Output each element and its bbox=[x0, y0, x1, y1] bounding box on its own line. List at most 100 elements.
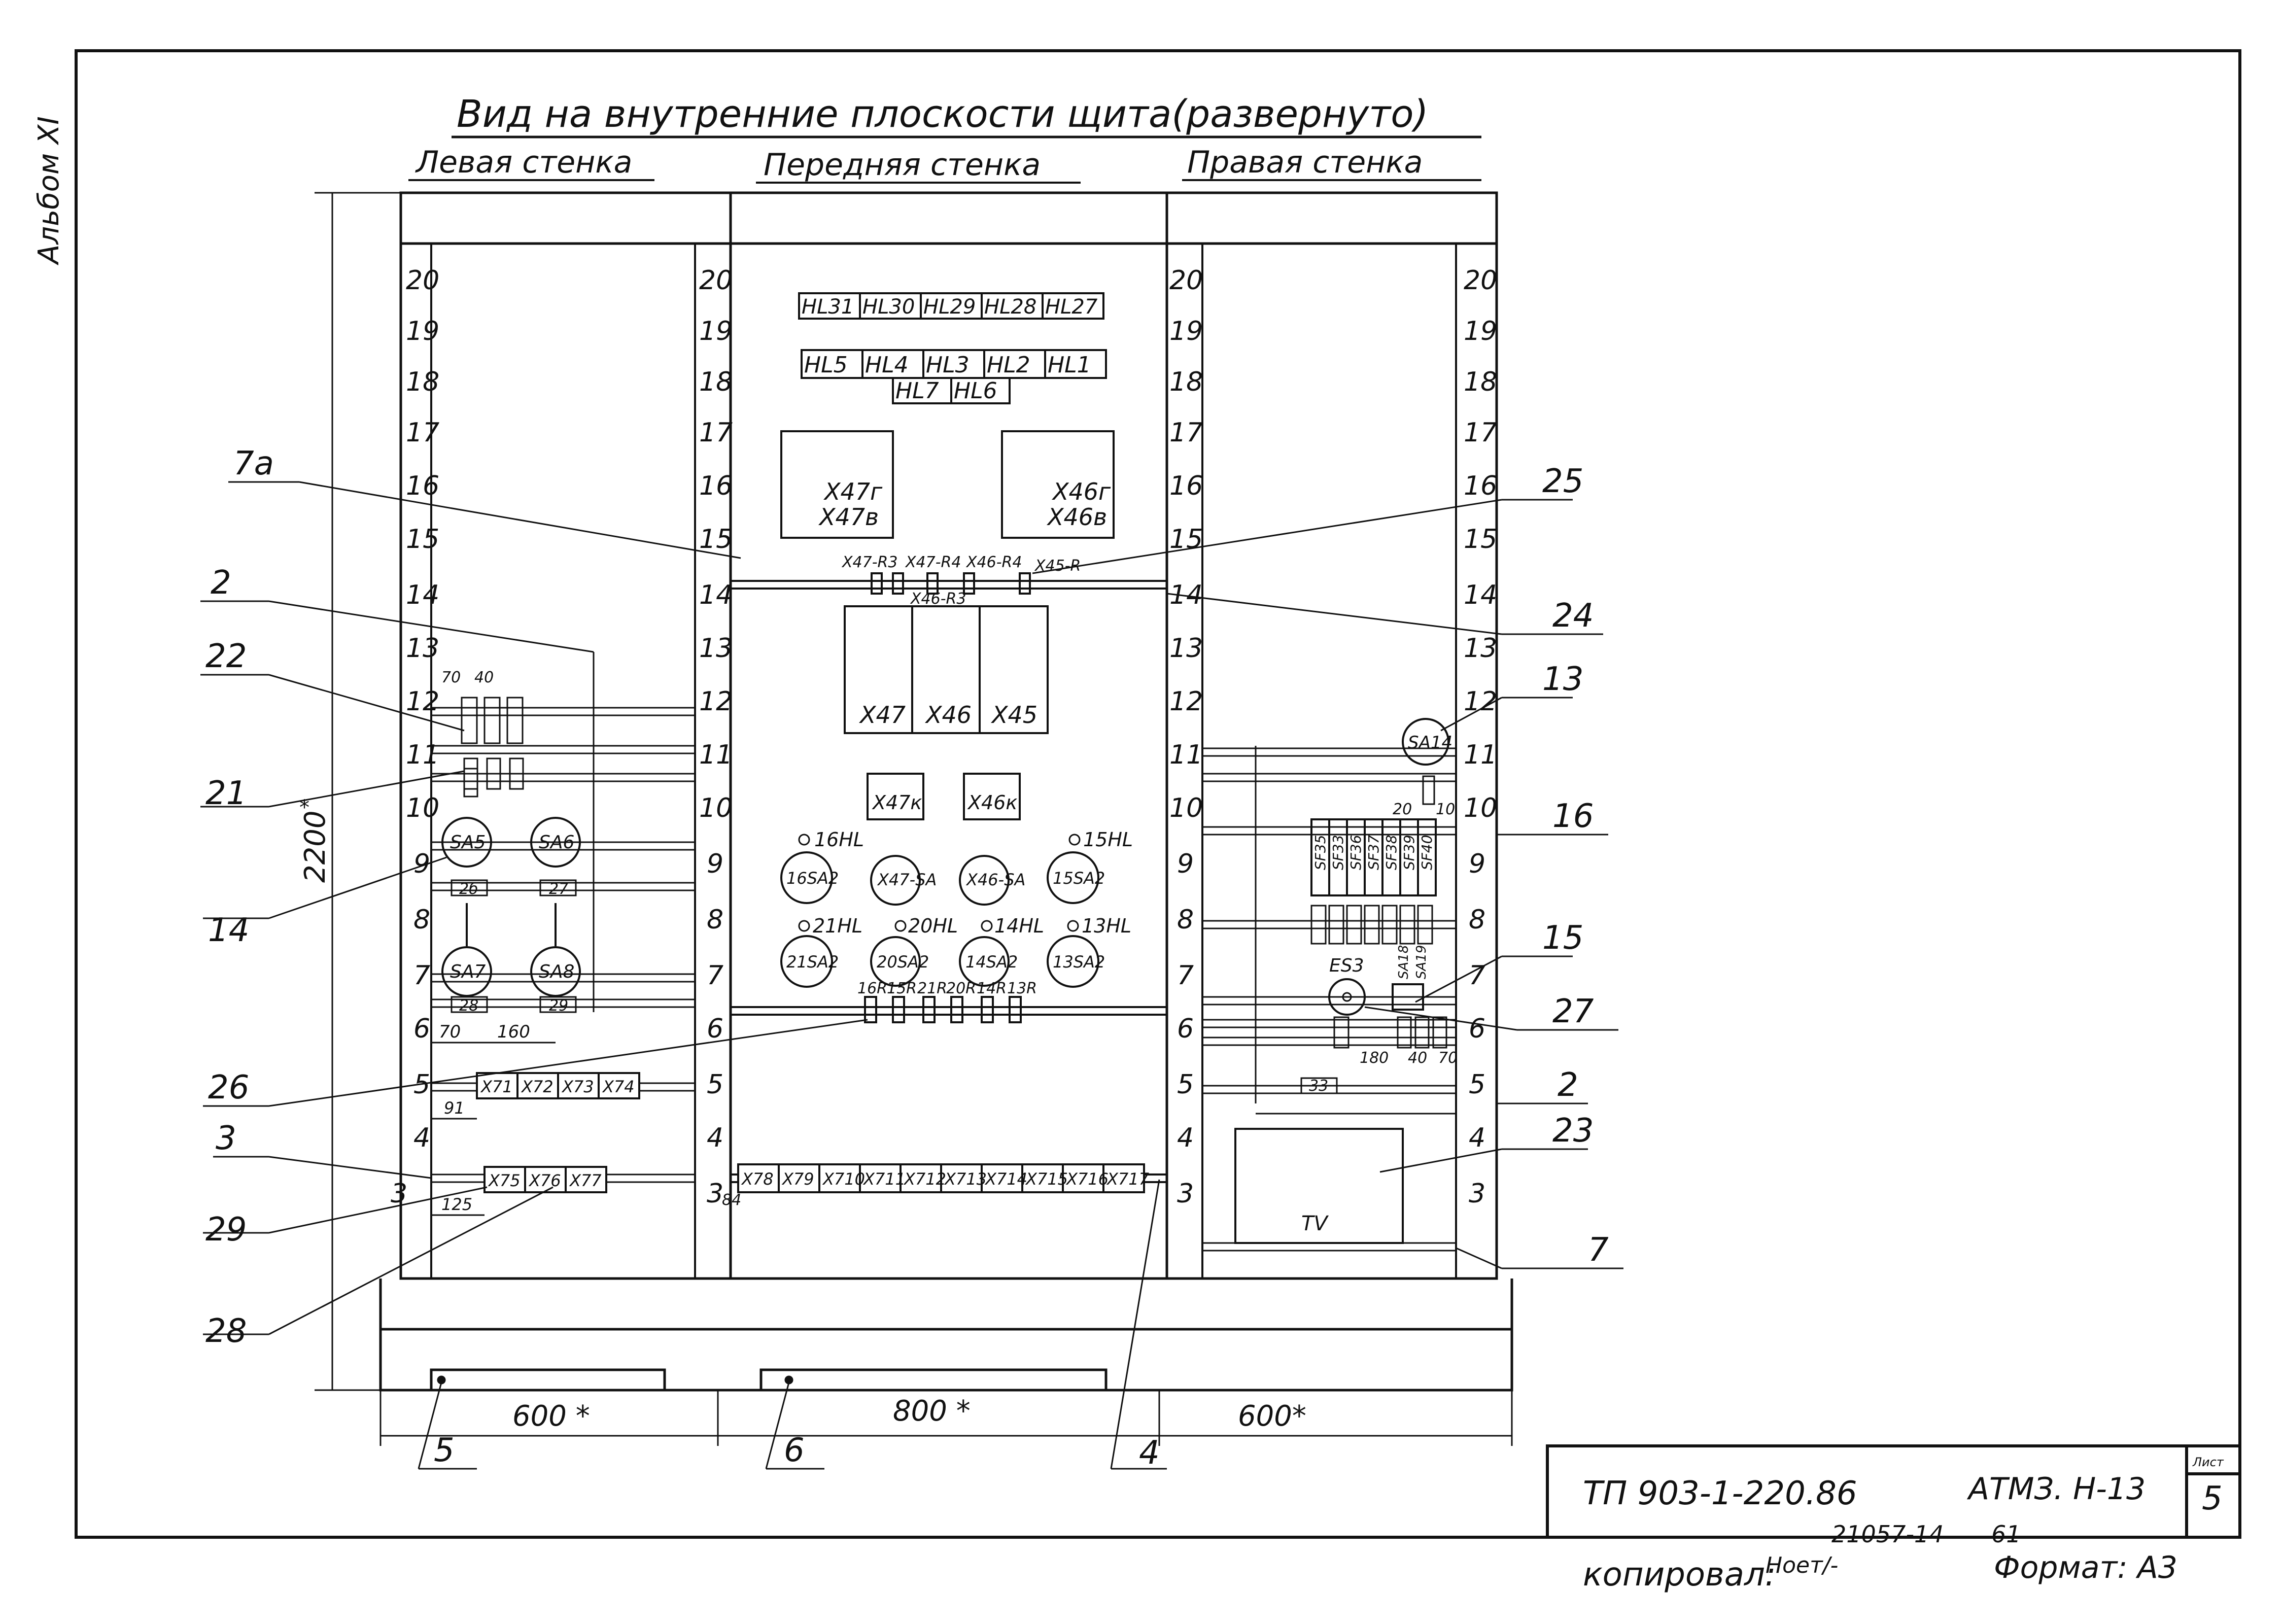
rack-number: 16 bbox=[406, 471, 439, 501]
indicator-lamp-icon bbox=[1068, 834, 1081, 846]
rack-strips bbox=[400, 243, 1498, 1280]
dim-label: 91 bbox=[444, 1098, 465, 1118]
dim-label: 40 bbox=[474, 669, 494, 686]
dim-label: 40 bbox=[1408, 1049, 1427, 1067]
switch-label: SA14 bbox=[1408, 733, 1452, 753]
rack-numbers-left-inner: 20 19 18 17 16 15 14 13 12 11 10 9 8 7 6… bbox=[699, 265, 733, 1209]
es3-socket-center bbox=[1342, 992, 1352, 1002]
rack-number: 7 bbox=[1177, 960, 1194, 991]
lamp-row-1 bbox=[798, 292, 1104, 320]
rack-number: 4 bbox=[413, 1123, 430, 1153]
terminal-label: X78 bbox=[741, 1169, 774, 1189]
device-box-x46 bbox=[1001, 430, 1115, 539]
rack-number: 4 bbox=[1469, 1123, 1485, 1153]
album-label: Альбом XI bbox=[32, 116, 65, 265]
terminal-label: X79 bbox=[781, 1169, 814, 1189]
callout-number: 7 bbox=[1588, 1231, 1609, 1269]
callout-number: 21 bbox=[205, 775, 247, 812]
switch-label: 15SA2 bbox=[1053, 869, 1105, 888]
rack-number: 8 bbox=[413, 905, 430, 935]
rack-number: 16 bbox=[1464, 471, 1497, 501]
terminal-label: X711 bbox=[862, 1169, 906, 1189]
box-label: X47г bbox=[823, 478, 883, 505]
bar-33 bbox=[1300, 1077, 1338, 1094]
front-wall-caption: Передняя стенка bbox=[764, 147, 1041, 183]
breaker-label: SF40 bbox=[1419, 835, 1435, 870]
rack-number: 9 bbox=[707, 849, 723, 879]
small-block-label: X47к bbox=[872, 791, 922, 814]
sheet-frame bbox=[75, 49, 2241, 1539]
left-wall-rails bbox=[431, 652, 695, 1183]
resistor-label: 21R bbox=[917, 980, 947, 997]
breaker-label: SF35 bbox=[1312, 835, 1329, 870]
rack-number: 6 bbox=[1177, 1014, 1194, 1044]
indicator-label: 20HL bbox=[908, 915, 958, 937]
terminal-label: X716 bbox=[1065, 1169, 1109, 1189]
terminal-label: X715 bbox=[1025, 1169, 1068, 1189]
rack-number: 13 bbox=[699, 633, 733, 664]
rack-number: 6 bbox=[707, 1014, 723, 1044]
rack-number: 3 bbox=[707, 1179, 723, 1209]
switch-label: SA8 bbox=[539, 961, 574, 982]
indicator-lamp-icon bbox=[1067, 920, 1079, 932]
resistor-label: X46-R4 bbox=[965, 554, 1022, 571]
block-label: X45 bbox=[991, 701, 1037, 729]
right-wall-caption: Правая стенка bbox=[1187, 145, 1423, 180]
lamp-label: HL1 bbox=[1048, 352, 1091, 378]
callout-number: 22 bbox=[205, 638, 247, 675]
terminal-box bbox=[451, 879, 488, 896]
rack-number: 13 bbox=[1169, 633, 1203, 664]
breaker-label: SF39 bbox=[1401, 835, 1417, 870]
rack-number: 14 bbox=[406, 580, 439, 610]
switch-label: 21SA2 bbox=[786, 952, 839, 972]
lamp-label: HL5 bbox=[804, 352, 848, 378]
small-component bbox=[1422, 775, 1435, 805]
switch-label: 20SA2 bbox=[877, 952, 929, 972]
terminal-label: X71 bbox=[480, 1077, 513, 1096]
indicator-label: 15HL bbox=[1083, 828, 1133, 851]
rack-number: 17 bbox=[406, 418, 439, 448]
dim-label: 160 bbox=[497, 1022, 530, 1042]
rack-number: 20 bbox=[406, 265, 439, 296]
callout-number: 4 bbox=[1139, 1434, 1160, 1472]
breaker-terminals bbox=[1310, 905, 1433, 945]
dim-label: 125 bbox=[441, 1195, 472, 1214]
breaker-label: SF33 bbox=[1330, 835, 1346, 870]
switch-label: 14SA2 bbox=[965, 952, 1018, 972]
lamp-label: HL6 bbox=[954, 378, 997, 404]
rack-number: 8 bbox=[1469, 905, 1485, 935]
resistor-rail-bottom bbox=[731, 996, 1167, 1023]
switch-row-2 bbox=[780, 935, 1099, 988]
rack-number: 8 bbox=[707, 905, 723, 935]
terminal-label: X72 bbox=[521, 1077, 554, 1096]
resistor-label: 15R bbox=[887, 980, 917, 997]
terminal-box bbox=[539, 996, 577, 1013]
lamp-label: HL29 bbox=[923, 295, 976, 319]
es3-label: ES3 bbox=[1329, 955, 1364, 976]
rack-number: 19 bbox=[699, 316, 733, 347]
width-right: 600* bbox=[1238, 1400, 1306, 1433]
callout-number: 24 bbox=[1552, 597, 1594, 635]
block-label: X46 bbox=[925, 701, 972, 729]
rack-numbers-right-outer: 20 19 18 17 16 15 14 13 12 11 10 9 8 7 6… bbox=[1464, 265, 1497, 1209]
rack-number: 10 bbox=[699, 793, 733, 823]
indicator-label: 21HL bbox=[813, 915, 862, 937]
indicator-label: 16HL bbox=[814, 828, 864, 851]
breaker-label: SF38 bbox=[1383, 835, 1400, 870]
indicator-label: 14HL bbox=[994, 915, 1044, 937]
dim-label: 10 bbox=[1436, 801, 1455, 818]
callout-leaders-left bbox=[200, 481, 868, 1335]
es3-socket-icon bbox=[1328, 978, 1366, 1016]
switch-label: 13SA2 bbox=[1053, 952, 1105, 972]
resistor-label: 20R bbox=[946, 980, 976, 997]
indicator-lamp-icon bbox=[894, 920, 907, 932]
rack-number: 14 bbox=[699, 580, 733, 610]
rack-number: 12 bbox=[1169, 686, 1203, 717]
stamp-format: Формат: А3 bbox=[1994, 1550, 2177, 1585]
rack-number: 17 bbox=[1464, 418, 1497, 448]
drawing-title: Вид на внутренние плоскости щита(разверн… bbox=[457, 92, 1428, 136]
rack-number: 19 bbox=[406, 316, 439, 347]
rack-number: 20 bbox=[1464, 265, 1497, 296]
callout-number: 7а bbox=[233, 445, 274, 482]
switch-label: SA18 bbox=[1396, 945, 1411, 979]
